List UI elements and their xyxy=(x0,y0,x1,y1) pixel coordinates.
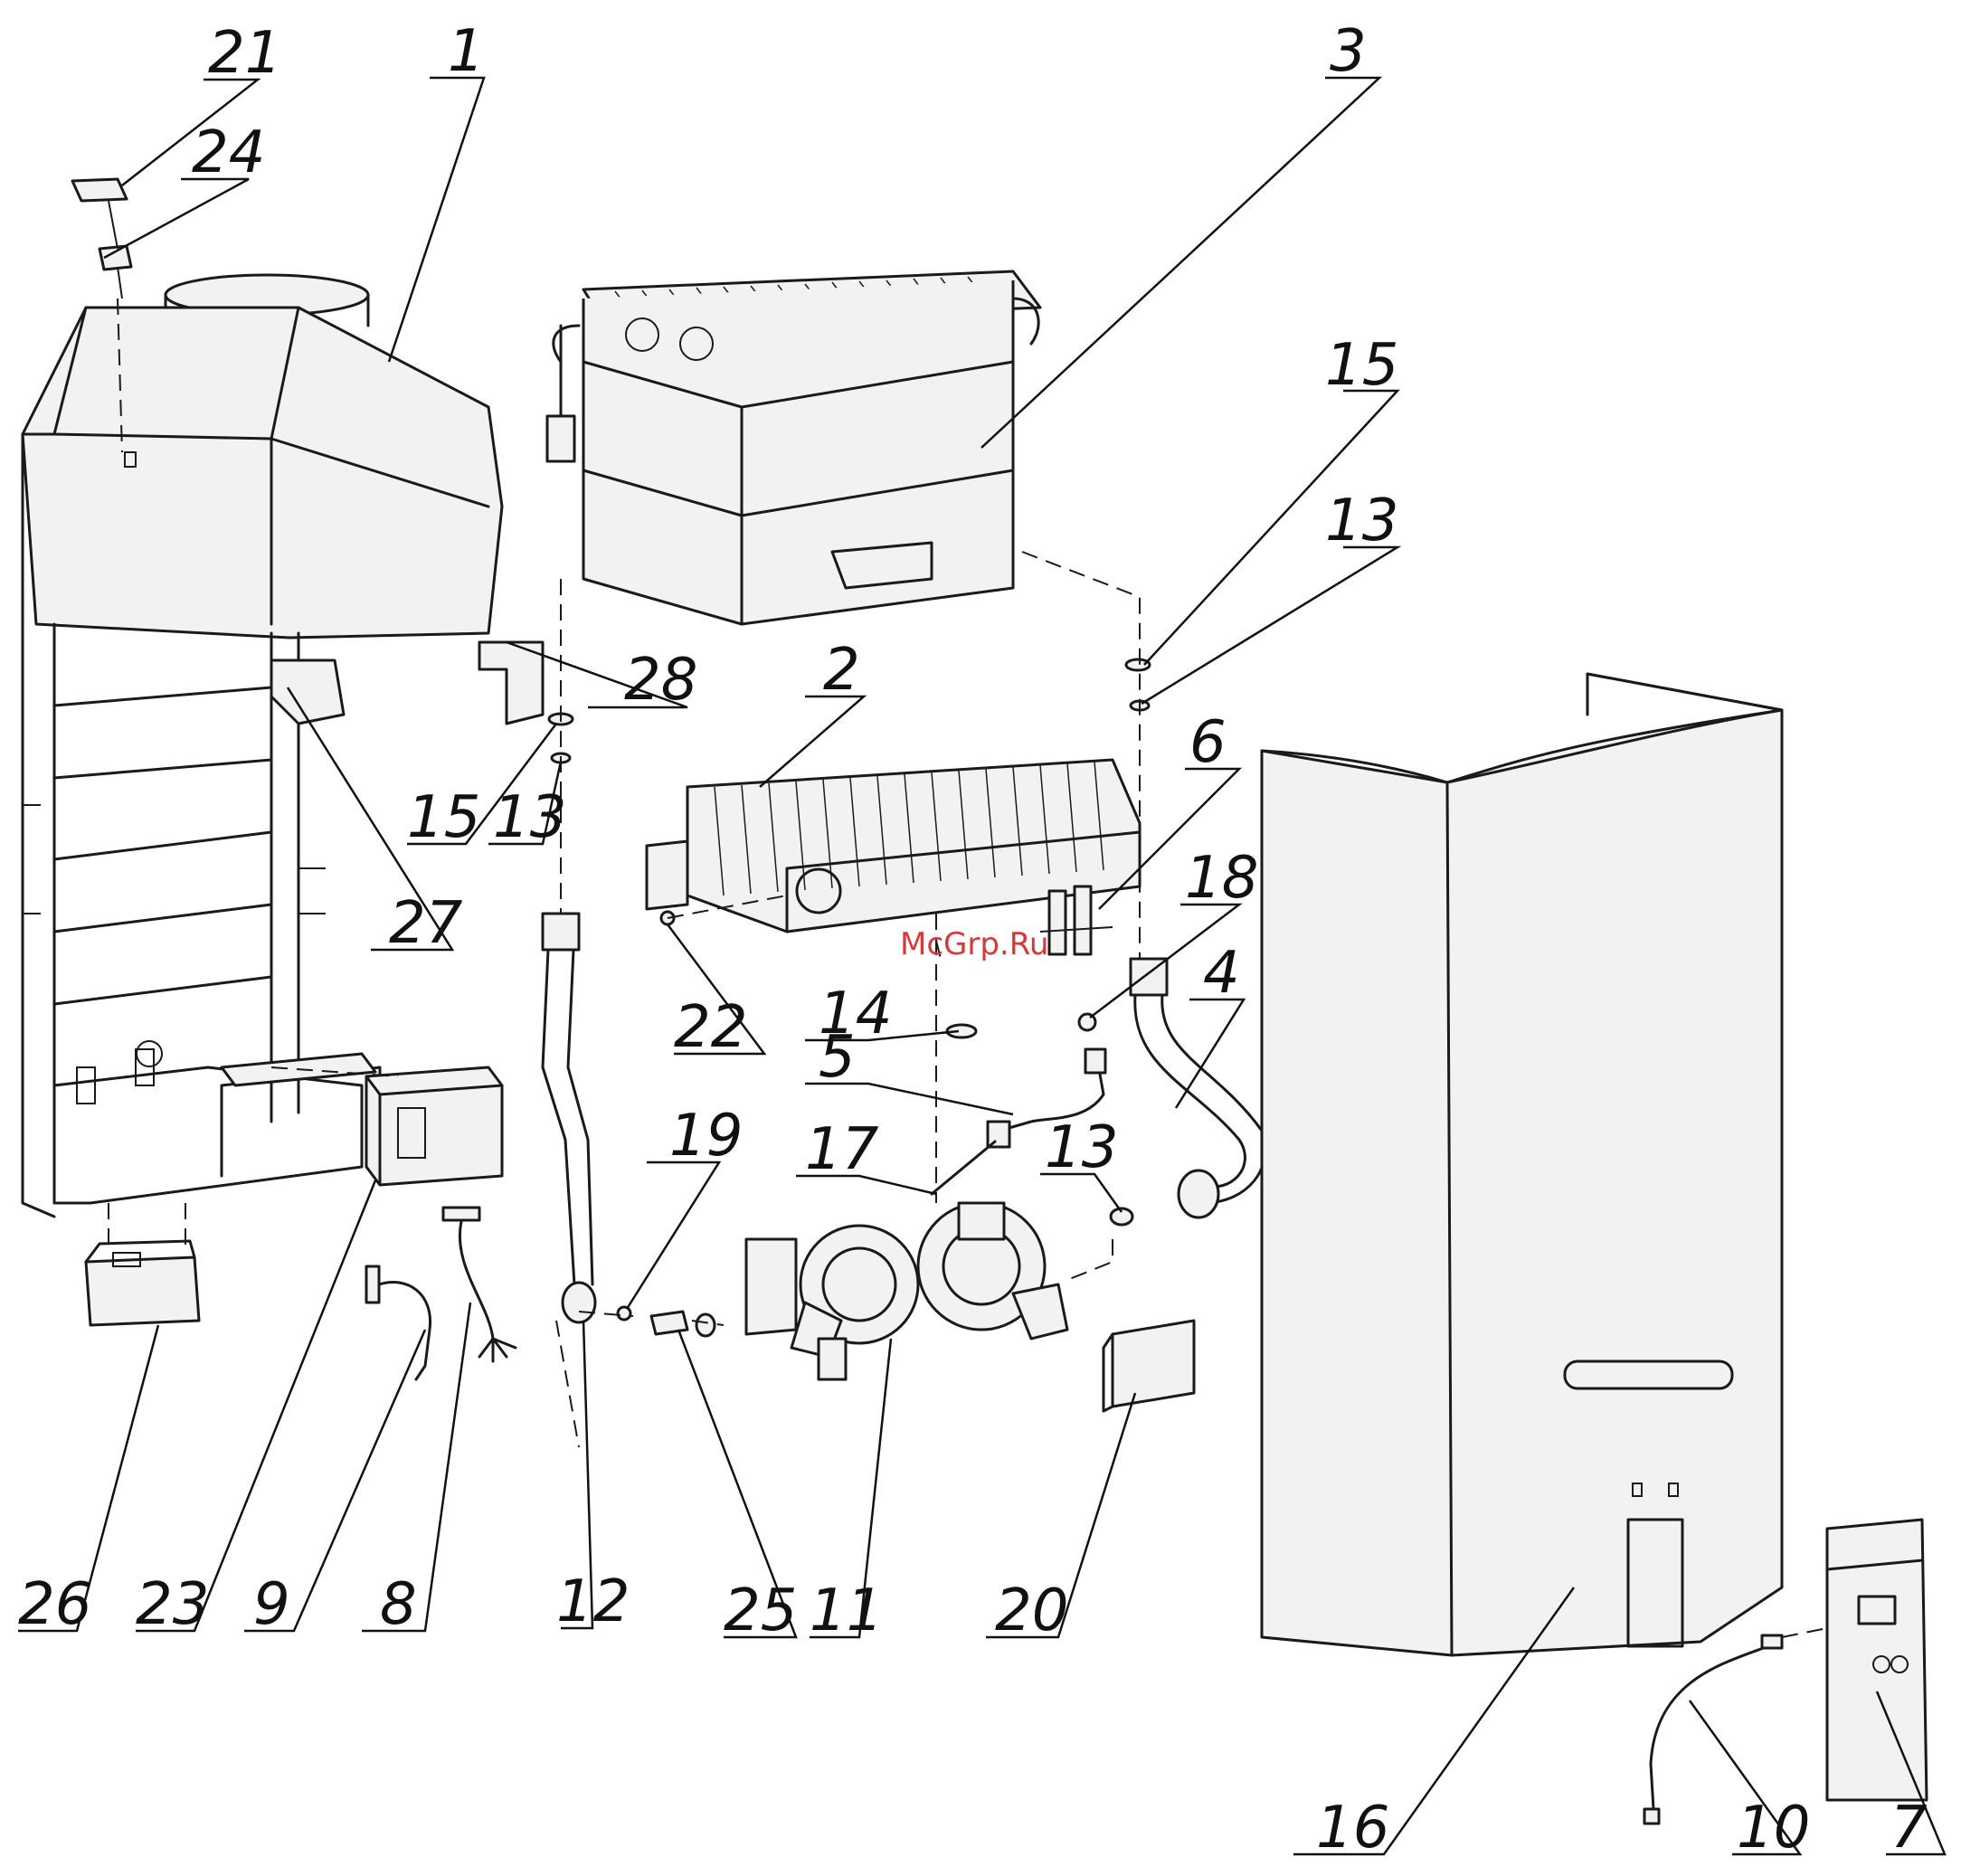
callout-13-lower: 13 xyxy=(1045,1114,1118,1181)
callout-13-left: 13 xyxy=(493,784,566,851)
callout-5: 5 xyxy=(819,1024,856,1091)
part-battery-box xyxy=(86,1241,199,1325)
callout-13-right-top: 13 xyxy=(1325,488,1398,554)
callout-25: 25 xyxy=(724,1578,797,1644)
callout-24: 24 xyxy=(192,119,265,186)
callout-17: 17 xyxy=(805,1116,879,1183)
callout-10: 10 xyxy=(1737,1795,1810,1862)
part-wire-harness-8 xyxy=(443,1208,516,1361)
callout-9: 9 xyxy=(253,1571,290,1638)
callout-23: 23 xyxy=(136,1571,209,1638)
callout-21: 21 xyxy=(208,20,281,87)
callout-22: 22 xyxy=(674,994,747,1061)
callout-12: 12 xyxy=(556,1568,630,1635)
callout-3: 3 xyxy=(1330,18,1367,85)
part-control-unit xyxy=(366,1067,502,1185)
callout-2: 2 xyxy=(823,637,860,704)
part-cold-water-pipe xyxy=(543,914,595,1322)
watermark: McGrp.Ru xyxy=(900,926,1048,962)
callout-19: 19 xyxy=(669,1103,743,1170)
part-ignition-electrodes xyxy=(1040,886,1113,954)
callout-1: 1 xyxy=(448,18,485,85)
callout-27: 27 xyxy=(389,890,463,957)
part-wire-9 xyxy=(366,1266,431,1379)
part-display-panel xyxy=(1827,1520,1927,1800)
part-heat-exchanger xyxy=(547,271,1040,624)
callout-18: 18 xyxy=(1185,845,1258,912)
callout-26: 26 xyxy=(18,1571,91,1638)
part-gas-water-valve xyxy=(746,1203,1067,1379)
callout-15-left: 15 xyxy=(407,784,480,851)
callout-16: 16 xyxy=(1316,1795,1389,1862)
callout-8: 8 xyxy=(380,1571,417,1638)
part-front-casing xyxy=(1262,674,1782,1655)
callout-20: 20 xyxy=(995,1578,1068,1644)
callout-7: 7 xyxy=(1890,1795,1928,1862)
part-bracket-20 xyxy=(1104,1321,1194,1411)
part-hot-water-pipe xyxy=(1131,959,1265,1218)
callout-15-right: 15 xyxy=(1325,332,1398,399)
callout-6: 6 xyxy=(1189,709,1227,776)
callout-11: 11 xyxy=(810,1578,883,1644)
part-sensor-21-24 xyxy=(72,179,131,298)
callout-4: 4 xyxy=(1203,940,1240,1007)
callout-28: 28 xyxy=(624,647,697,714)
